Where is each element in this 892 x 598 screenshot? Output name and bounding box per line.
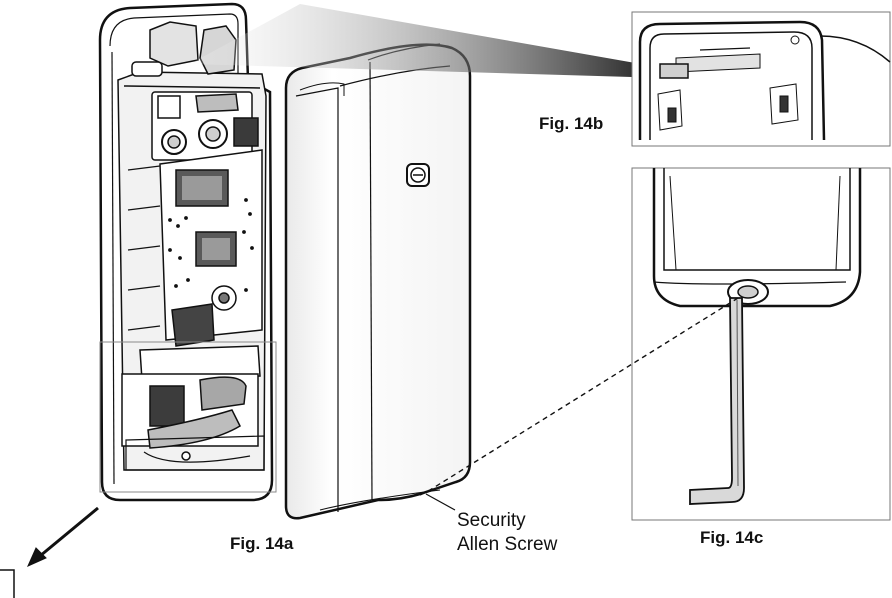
- fig-14a-frame: [99, 341, 277, 493]
- front-cover: [284, 43, 472, 520]
- zoom-beam: [190, 4, 664, 78]
- base-unit-open: [98, 2, 274, 502]
- fig-14a-label: Fig. 14a: [230, 534, 294, 553]
- corner-box: [0, 569, 15, 598]
- callout-line-2: Allen Screw: [457, 534, 558, 555]
- callout-dashed-line: [417, 297, 739, 497]
- fig-14c-detail: [631, 167, 891, 521]
- fig-14b-detail: [631, 11, 891, 147]
- fig-14c-label: Fig. 14c: [700, 528, 764, 547]
- callout-line-1: Security: [457, 510, 526, 531]
- fig-14b-label: Fig. 14b: [539, 114, 604, 133]
- arrow-down-left-icon: [39, 506, 99, 558]
